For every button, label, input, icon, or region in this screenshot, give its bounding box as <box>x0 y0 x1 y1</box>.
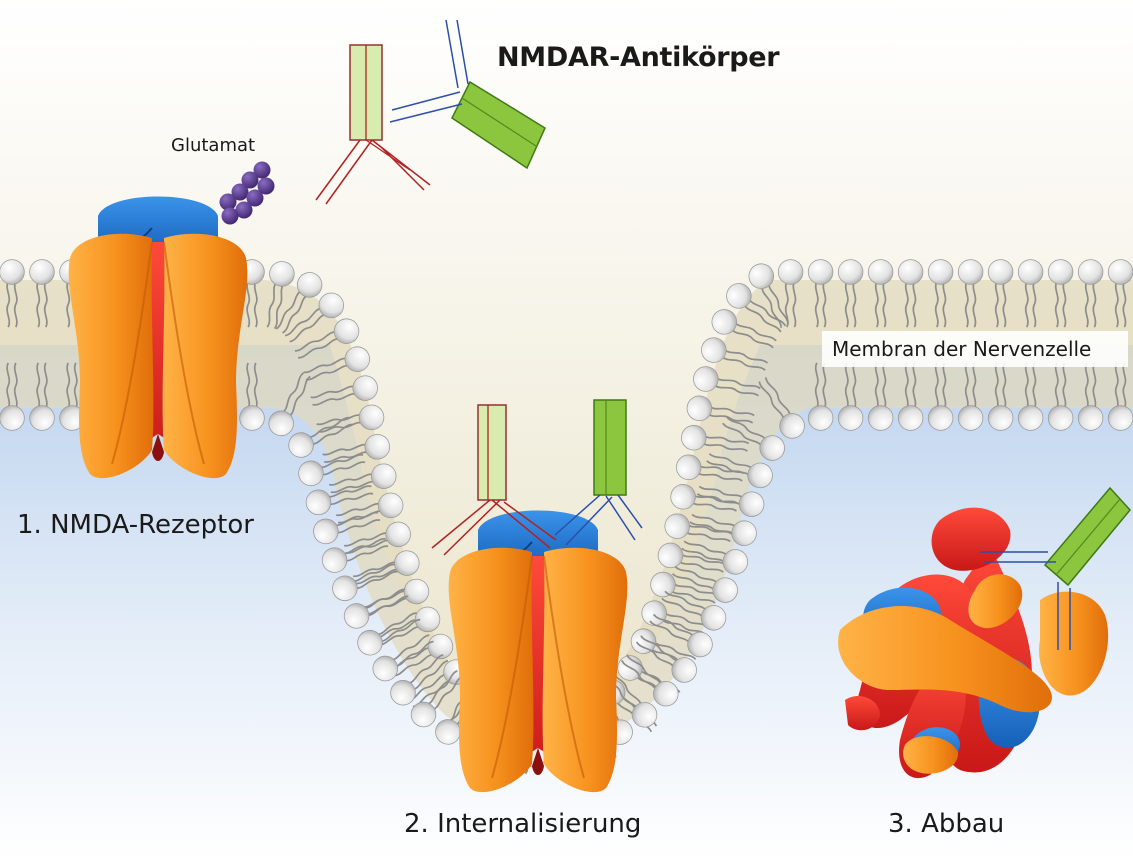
antibody-red-outline <box>315 44 431 205</box>
membrane-core <box>0 280 1133 745</box>
intracellular-space <box>0 345 1133 862</box>
label-step-3: 3. Abbau <box>888 809 1005 839</box>
nmda-receptor-1 <box>67 195 249 480</box>
bound-antibody-red <box>431 404 557 556</box>
antibody-green <box>389 19 546 170</box>
title-nmdar-antibody: NMDAR-Antikörper <box>497 42 780 73</box>
label-step-1: 1. NMDA-Rezeptor <box>17 510 254 540</box>
degraded-receptor <box>838 507 1109 779</box>
label-step-2: 2. Internalisierung <box>404 809 642 839</box>
nmda-receptor-2 <box>447 509 629 794</box>
bound-antibody-green <box>554 399 643 546</box>
glutamate-molecules <box>219 161 275 225</box>
label-membrane: Membran der Nervenzelle <box>822 331 1128 367</box>
label-glutamate: Glutamat <box>171 135 256 156</box>
degraded-antibody <box>980 486 1131 650</box>
